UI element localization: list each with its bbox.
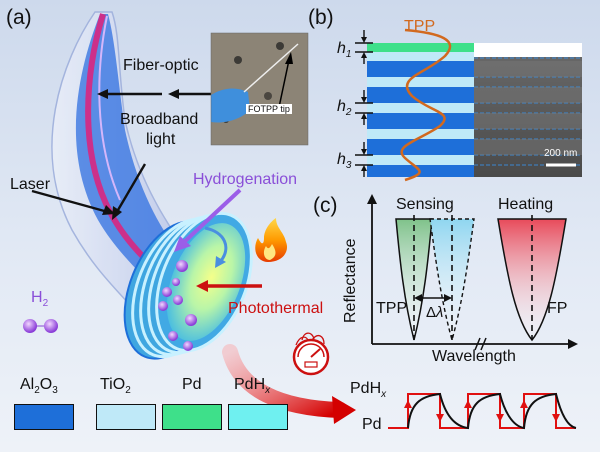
flame-icon	[255, 218, 288, 262]
speedometer-icon	[292, 332, 330, 376]
scale-bar-label: 200 nm	[544, 148, 578, 159]
h2-molecule-icon	[23, 319, 58, 333]
wavelength-axis-label: Wavelength	[432, 348, 516, 365]
panel-label-a: (a)	[6, 6, 32, 29]
broadband-label: Broadband	[120, 111, 199, 128]
photothermal-label: Photothermal	[228, 300, 324, 317]
h2-thickness-label: h2	[337, 98, 352, 119]
tpp-label-b: TPP	[404, 18, 436, 35]
light-label: light	[146, 131, 176, 148]
panel-c-axes	[367, 194, 578, 351]
legend-swatch	[162, 404, 222, 430]
h1-label: h1	[337, 40, 352, 61]
switching-black-trace	[407, 392, 577, 430]
fiber-photo-inset	[210, 32, 309, 146]
fotpp-tip-tag: FOTPP tip	[246, 104, 292, 114]
switching-plot	[388, 392, 577, 430]
fiber-optic-label: Fiber-optic	[123, 57, 199, 74]
legend-label: TiO2	[100, 376, 131, 397]
delta-lambda-label: Δλ	[426, 304, 444, 321]
h3-label: h3	[337, 151, 352, 172]
multilayer-stack	[367, 43, 474, 177]
laser-label: Laser	[10, 176, 51, 193]
legend-label: Al2O3	[20, 376, 58, 397]
hydrogenation-label: Hydrogenation	[193, 171, 298, 188]
sensing-label: Sensing	[396, 196, 454, 213]
panel-label-c: (c)	[313, 194, 338, 217]
fiber-tip	[123, 211, 253, 360]
pd-state-label: Pd	[362, 416, 382, 433]
legend-label: Pd	[182, 376, 202, 393]
pdhx-state-label: PdHx	[350, 380, 387, 401]
legend-swatch	[96, 404, 156, 430]
tpp-field-curve	[400, 28, 452, 182]
tpp-label-c: TPP	[376, 300, 408, 317]
legend-swatch	[14, 404, 74, 430]
fiber-core-blue	[75, 14, 205, 300]
fp-label: FP	[547, 300, 568, 317]
legend-label: PdHx	[234, 376, 271, 397]
reflectance-axis-label: Reflectance	[342, 238, 359, 324]
panel-label-b: (b)	[308, 6, 334, 29]
heating-label: Heating	[498, 196, 554, 213]
sem-image	[474, 43, 582, 177]
transition-arrow	[222, 344, 348, 418]
label-arrows	[31, 92, 162, 214]
legend-swatch	[228, 404, 288, 430]
h2-label: H2	[31, 289, 49, 310]
